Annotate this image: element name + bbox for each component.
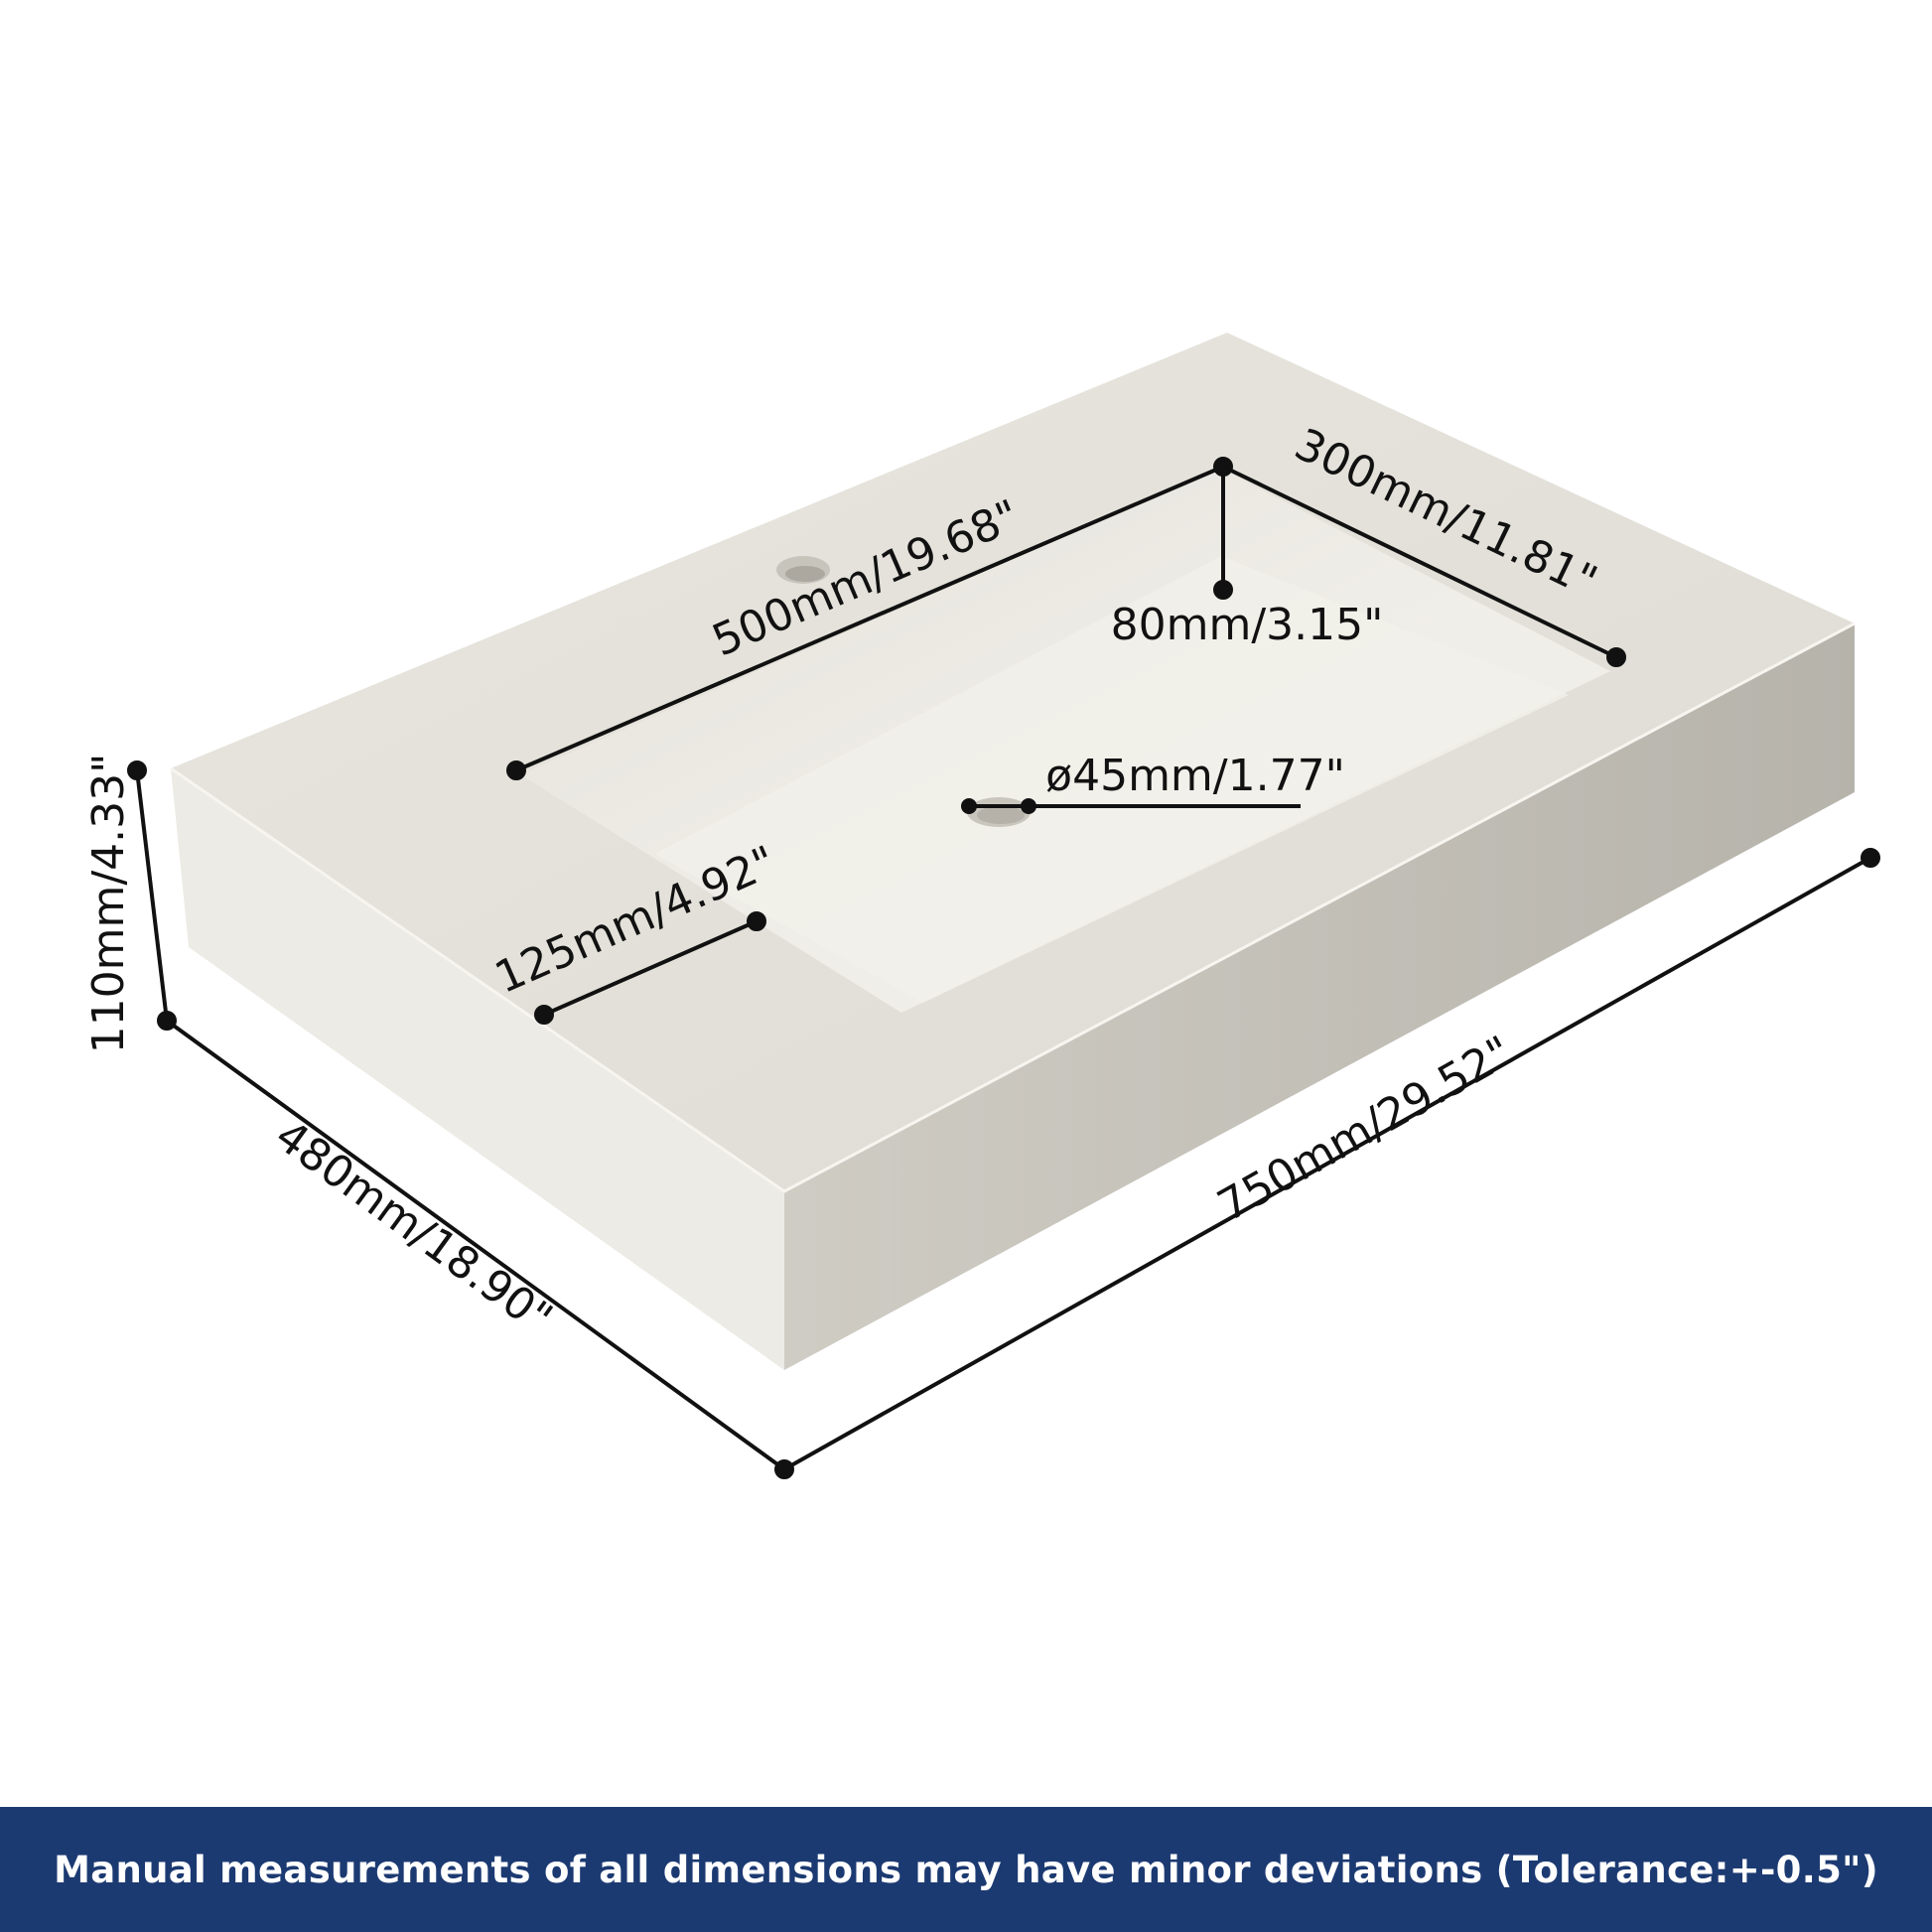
basin: [520, 469, 1610, 1013]
dim-dot: [534, 1005, 554, 1025]
dim-dot: [961, 798, 977, 814]
tolerance-footer: Manual measurements of all dimensions ma…: [0, 1807, 1932, 1932]
dim-dot: [747, 911, 766, 931]
dim-dot: [774, 1459, 794, 1479]
sink-top-edge: [170, 621, 1856, 1193]
dim-line-offset: [543, 919, 758, 1017]
dim-dot: [1861, 848, 1880, 868]
dim-dot: [1606, 647, 1626, 667]
tolerance-note: Manual measurements of all dimensions ma…: [54, 1848, 1878, 1891]
dim-dot: [1021, 798, 1036, 814]
sink-front-face: [784, 623, 1855, 1370]
dimension-lines: [127, 457, 1880, 1479]
sink-left-face: [171, 768, 784, 1370]
label-drain-diameter: ø45mm/1.77": [1045, 751, 1345, 801]
faucet-hole-inner: [785, 566, 825, 582]
dim-dot: [157, 1011, 177, 1031]
dim-line-height: [135, 769, 169, 1022]
dim-dot: [1213, 457, 1233, 477]
dim-dot: [506, 760, 526, 780]
dim-dot: [127, 760, 147, 780]
basin-floor: [655, 556, 1569, 1003]
label-basin-depth: 80mm/3.15": [1111, 600, 1384, 650]
dim-line-length: [783, 856, 1871, 1471]
label-height: 110mm/4.33": [83, 754, 134, 1054]
dim-line-depth: [165, 1019, 786, 1471]
dim-line-basin-length: [515, 465, 1224, 772]
drain-hole-inner: [977, 806, 1025, 824]
dim-dot: [1213, 580, 1233, 600]
dim-line-basin-width: [1222, 465, 1617, 659]
sink-dimension-diagram: 500mm/19.68" 300mm/11.81" 80mm/3.15" ø45…: [83, 333, 1880, 1479]
